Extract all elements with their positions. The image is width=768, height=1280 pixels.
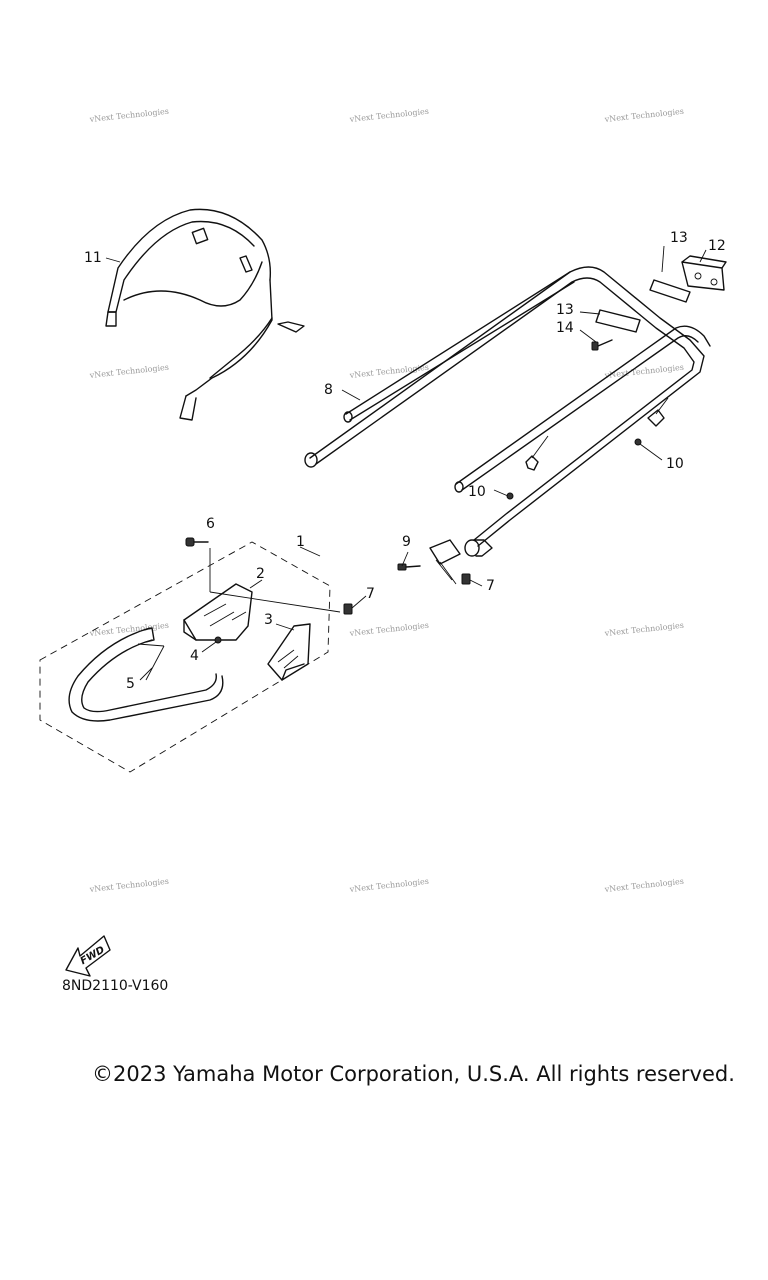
part-5-loop-handle [68, 627, 224, 722]
callout-7-left: 7 [366, 586, 375, 602]
watermark: vNext Technologies [88, 107, 169, 124]
watermark: vNext Technologies [348, 877, 429, 894]
part-6-screw [185, 537, 341, 613]
callout-14: 14 [556, 320, 574, 336]
part-12-bracket [681, 255, 727, 291]
watermarks: vNext Technologies vNext Technologies vN… [88, 107, 684, 894]
callout-5: 5 [126, 676, 135, 692]
part-1-assembly [39, 541, 331, 773]
callout-13-top: 13 [670, 230, 688, 246]
callout-10-right: 10 [666, 456, 684, 472]
part-14-bolt [591, 339, 613, 351]
diagram-code: 8ND2110-V160 [62, 978, 169, 994]
part-4-pin [137, 643, 165, 681]
part-9-fitting [397, 539, 461, 585]
part-7-nut-left [343, 603, 353, 615]
callout-4: 4 [190, 648, 199, 664]
callout-12: 12 [708, 238, 726, 254]
callout-1: 1 [296, 534, 305, 550]
callout-10-left: 10 [468, 484, 486, 500]
callout-9: 9 [402, 534, 411, 550]
part-2-bracket [183, 583, 253, 644]
watermark: vNext Technologies [348, 363, 429, 380]
callout-13-middle: 13 [556, 302, 574, 318]
callout-7-right: 7 [486, 578, 495, 594]
watermark: vNext Technologies [603, 621, 684, 638]
watermark: vNext Technologies [603, 107, 684, 124]
part-7-nut-right [461, 573, 471, 585]
part-3-plate [267, 623, 311, 681]
part-13-clamps [595, 279, 691, 333]
copyright-notice: ©2023 Yamaha Motor Corporation, U.S.A. A… [92, 1062, 735, 1086]
watermark: vNext Technologies [348, 621, 429, 638]
callout-8: 8 [324, 382, 333, 398]
callout-leaders [139, 245, 707, 681]
watermark: vNext Technologies [603, 877, 684, 894]
callout-6: 6 [206, 516, 215, 532]
callout-2: 2 [256, 566, 265, 582]
part-10-clips [506, 397, 669, 500]
callout-11: 11 [84, 250, 102, 266]
part-8-rail-tubes [304, 266, 711, 557]
callout-3: 3 [264, 612, 273, 628]
watermark: vNext Technologies [88, 877, 169, 894]
fwd-arrow: FWD [65, 935, 111, 977]
part-11-cover [105, 208, 305, 421]
watermark: vNext Technologies [88, 363, 169, 380]
watermark: vNext Technologies [348, 107, 429, 124]
callout-numbers: 1 2 3 4 5 6 7 7 8 9 10 10 11 12 13 13 14 [84, 230, 726, 692]
